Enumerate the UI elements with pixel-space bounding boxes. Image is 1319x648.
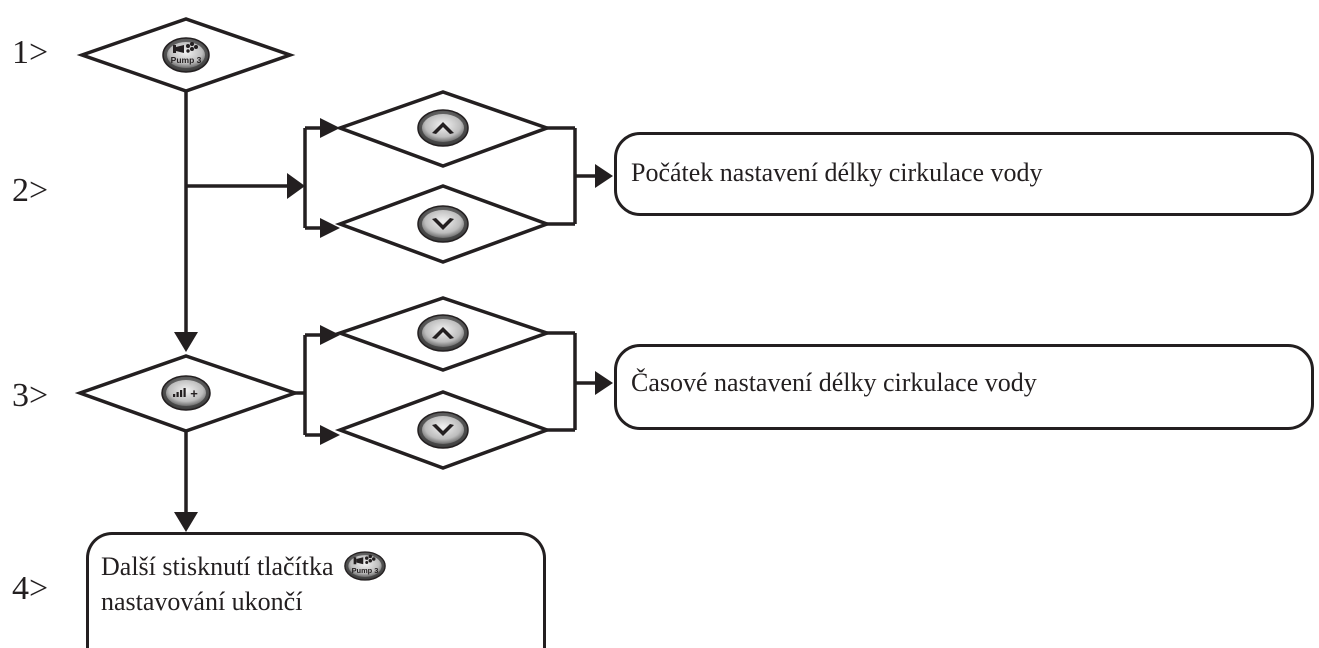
arrow-step3-up bbox=[320, 325, 340, 345]
arrow-to-step4 bbox=[174, 512, 198, 532]
step-label-4: 4> bbox=[12, 570, 49, 607]
up-button-step3[interactable] bbox=[417, 314, 469, 352]
pump3-button[interactable]: Pump 3 bbox=[162, 37, 210, 73]
arrow-step2-up bbox=[320, 118, 340, 138]
chevron-down-icon bbox=[432, 424, 454, 436]
down-button-step3[interactable] bbox=[417, 411, 469, 449]
arrow-to-step3 bbox=[174, 332, 198, 352]
light-plus-button[interactable]: + bbox=[161, 375, 211, 411]
chevron-up-icon bbox=[432, 327, 454, 339]
arrow-step3-down bbox=[320, 425, 340, 445]
arrowheads bbox=[174, 118, 613, 532]
step-label-3: 3> bbox=[12, 377, 49, 414]
result-box-3-line2: nastavování ukončí bbox=[101, 587, 303, 617]
diamond-step1 bbox=[76, 17, 296, 93]
arrow-step2-down bbox=[320, 218, 340, 238]
step-label-1: 1> bbox=[12, 34, 49, 71]
plus-label: + bbox=[190, 386, 198, 401]
pump3-inline-icon: Pump 3 bbox=[344, 551, 386, 581]
result-box-1-text: Počátek nastavení délky cirkulace vody bbox=[631, 158, 1043, 187]
down-button-step2[interactable] bbox=[417, 205, 469, 243]
arrow-to-step2 bbox=[287, 173, 305, 199]
result-box-2-text: Časové nastavení délky cirkulace vody bbox=[631, 368, 1037, 397]
result-box-3: Další stisknutí tlačítka Pump 3 nastavov… bbox=[86, 532, 546, 648]
result-box-2: Časové nastavení délky cirkulace vody bbox=[614, 344, 1314, 430]
up-button-step2[interactable] bbox=[417, 109, 469, 147]
arrow-to-box1 bbox=[595, 164, 613, 188]
result-box-3-line1: Další stisknutí tlačítka Pump 3 bbox=[101, 551, 543, 584]
chevron-down-icon bbox=[432, 218, 454, 230]
jet-icon bbox=[173, 42, 198, 53]
pump3-inline-label: Pump 3 bbox=[352, 566, 379, 575]
pump3-label: Pump 3 bbox=[171, 55, 202, 65]
result-box-3-line1-text: Další stisknutí tlačítka bbox=[101, 552, 334, 581]
arrow-to-box2 bbox=[595, 371, 613, 395]
step-label-2: 2> bbox=[12, 172, 49, 209]
signal-bars-icon bbox=[173, 388, 186, 397]
chevron-up-icon bbox=[432, 122, 454, 134]
result-box-1: Počátek nastavení délky cirkulace vody bbox=[614, 132, 1314, 216]
